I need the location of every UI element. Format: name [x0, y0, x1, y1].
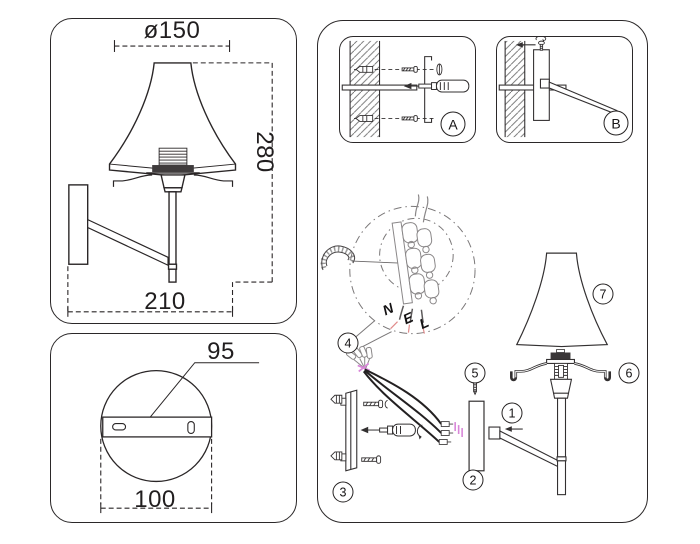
base-view-drawing — [100, 362, 260, 514]
set-screw-icon — [538, 40, 545, 51]
socket-knob — [550, 352, 571, 360]
step-b-badge: B — [603, 110, 629, 136]
step-a-drawing — [341, 40, 470, 138]
mounting-bar — [102, 416, 213, 438]
slot-horizontal — [112, 423, 127, 431]
dim-height-label: 280 — [251, 131, 278, 173]
wall-anchor-icon — [355, 65, 374, 73]
panel-assembly — [317, 20, 648, 523]
socket-assembly — [510, 349, 612, 496]
slot-vertical — [187, 421, 195, 434]
dim-base-width-label: 100 — [134, 486, 176, 513]
part-3-badge: 3 — [332, 481, 354, 503]
back-plate — [468, 400, 485, 472]
rotate-arrow-icon — [535, 37, 547, 41]
part-4-badge: 4 — [337, 332, 359, 354]
socket-cup-rim — [163, 187, 183, 193]
mounting-bracket — [424, 56, 433, 123]
leader-line-95 — [149, 362, 260, 418]
plate-and-screw — [468, 378, 485, 472]
part-7-badge: 7 — [592, 283, 614, 305]
wall-cable — [341, 84, 418, 91]
step-b-panel — [496, 36, 633, 143]
stem-tip — [168, 268, 177, 283]
wall-plate — [68, 184, 89, 265]
wall-cable — [498, 84, 567, 91]
slide-arrow-icon — [515, 42, 536, 48]
part-2-badge: 2 — [462, 469, 484, 491]
terminal-block — [391, 194, 440, 323]
bracket-hardware — [330, 389, 423, 472]
wire-end-marks — [454, 422, 463, 437]
screw-icon — [363, 399, 388, 409]
part-1-badge: 1 — [501, 402, 523, 424]
panel-base-view — [50, 333, 297, 523]
terminal-wires — [398, 305, 425, 323]
screw-icon — [361, 455, 382, 464]
wall-anchor-icon — [355, 115, 374, 122]
dimension-lines — [67, 40, 273, 317]
dim-plate-width-label: 95 — [207, 338, 235, 365]
lampshade-part — [515, 252, 609, 348]
wall-anchor-icon — [330, 394, 343, 404]
part-5-badge: 5 — [464, 362, 486, 384]
wire-harness — [345, 345, 463, 445]
threaded-tube — [554, 362, 568, 380]
dim-diameter-label: ø150 — [143, 17, 201, 44]
stem-joint — [167, 263, 178, 270]
lampshade-outline — [108, 62, 237, 177]
holder-arm-left — [112, 174, 153, 187]
zoom-bubble — [349, 205, 476, 347]
terminal-leader-lines — [390, 321, 425, 334]
panel-side-view — [50, 18, 297, 324]
rotate-arrow-icon — [416, 424, 423, 440]
lamp-arm-part — [488, 426, 562, 468]
lamp-arm — [499, 430, 562, 468]
slide-arrow-icon — [504, 426, 523, 432]
screwdriver-icon — [360, 423, 416, 437]
step-b-drawing — [498, 37, 618, 138]
screw-icon — [401, 115, 418, 122]
side-view-drawing — [67, 40, 273, 317]
bulb-socket-threads — [158, 147, 188, 166]
stem — [556, 397, 567, 458]
assembly-drawing — [320, 194, 612, 496]
stem — [168, 191, 177, 265]
socket-cup — [160, 174, 186, 189]
wall-lamp-side-drawing — [68, 62, 237, 283]
wall-anchor-icon — [330, 451, 343, 461]
screwdriver-icon — [403, 79, 470, 93]
supply-cable — [320, 245, 400, 271]
arm-joint — [488, 426, 501, 440]
part-6-badge: 6 — [618, 362, 640, 384]
screw-head-icon — [436, 63, 443, 76]
socket-cup — [549, 378, 573, 394]
step-a-badge: A — [440, 111, 466, 137]
dim-width-label: 210 — [144, 288, 186, 315]
support-arm — [87, 218, 169, 267]
holder-arm-right — [193, 174, 234, 187]
screw-icon — [401, 65, 418, 73]
shade-holder-ring — [152, 165, 194, 172]
